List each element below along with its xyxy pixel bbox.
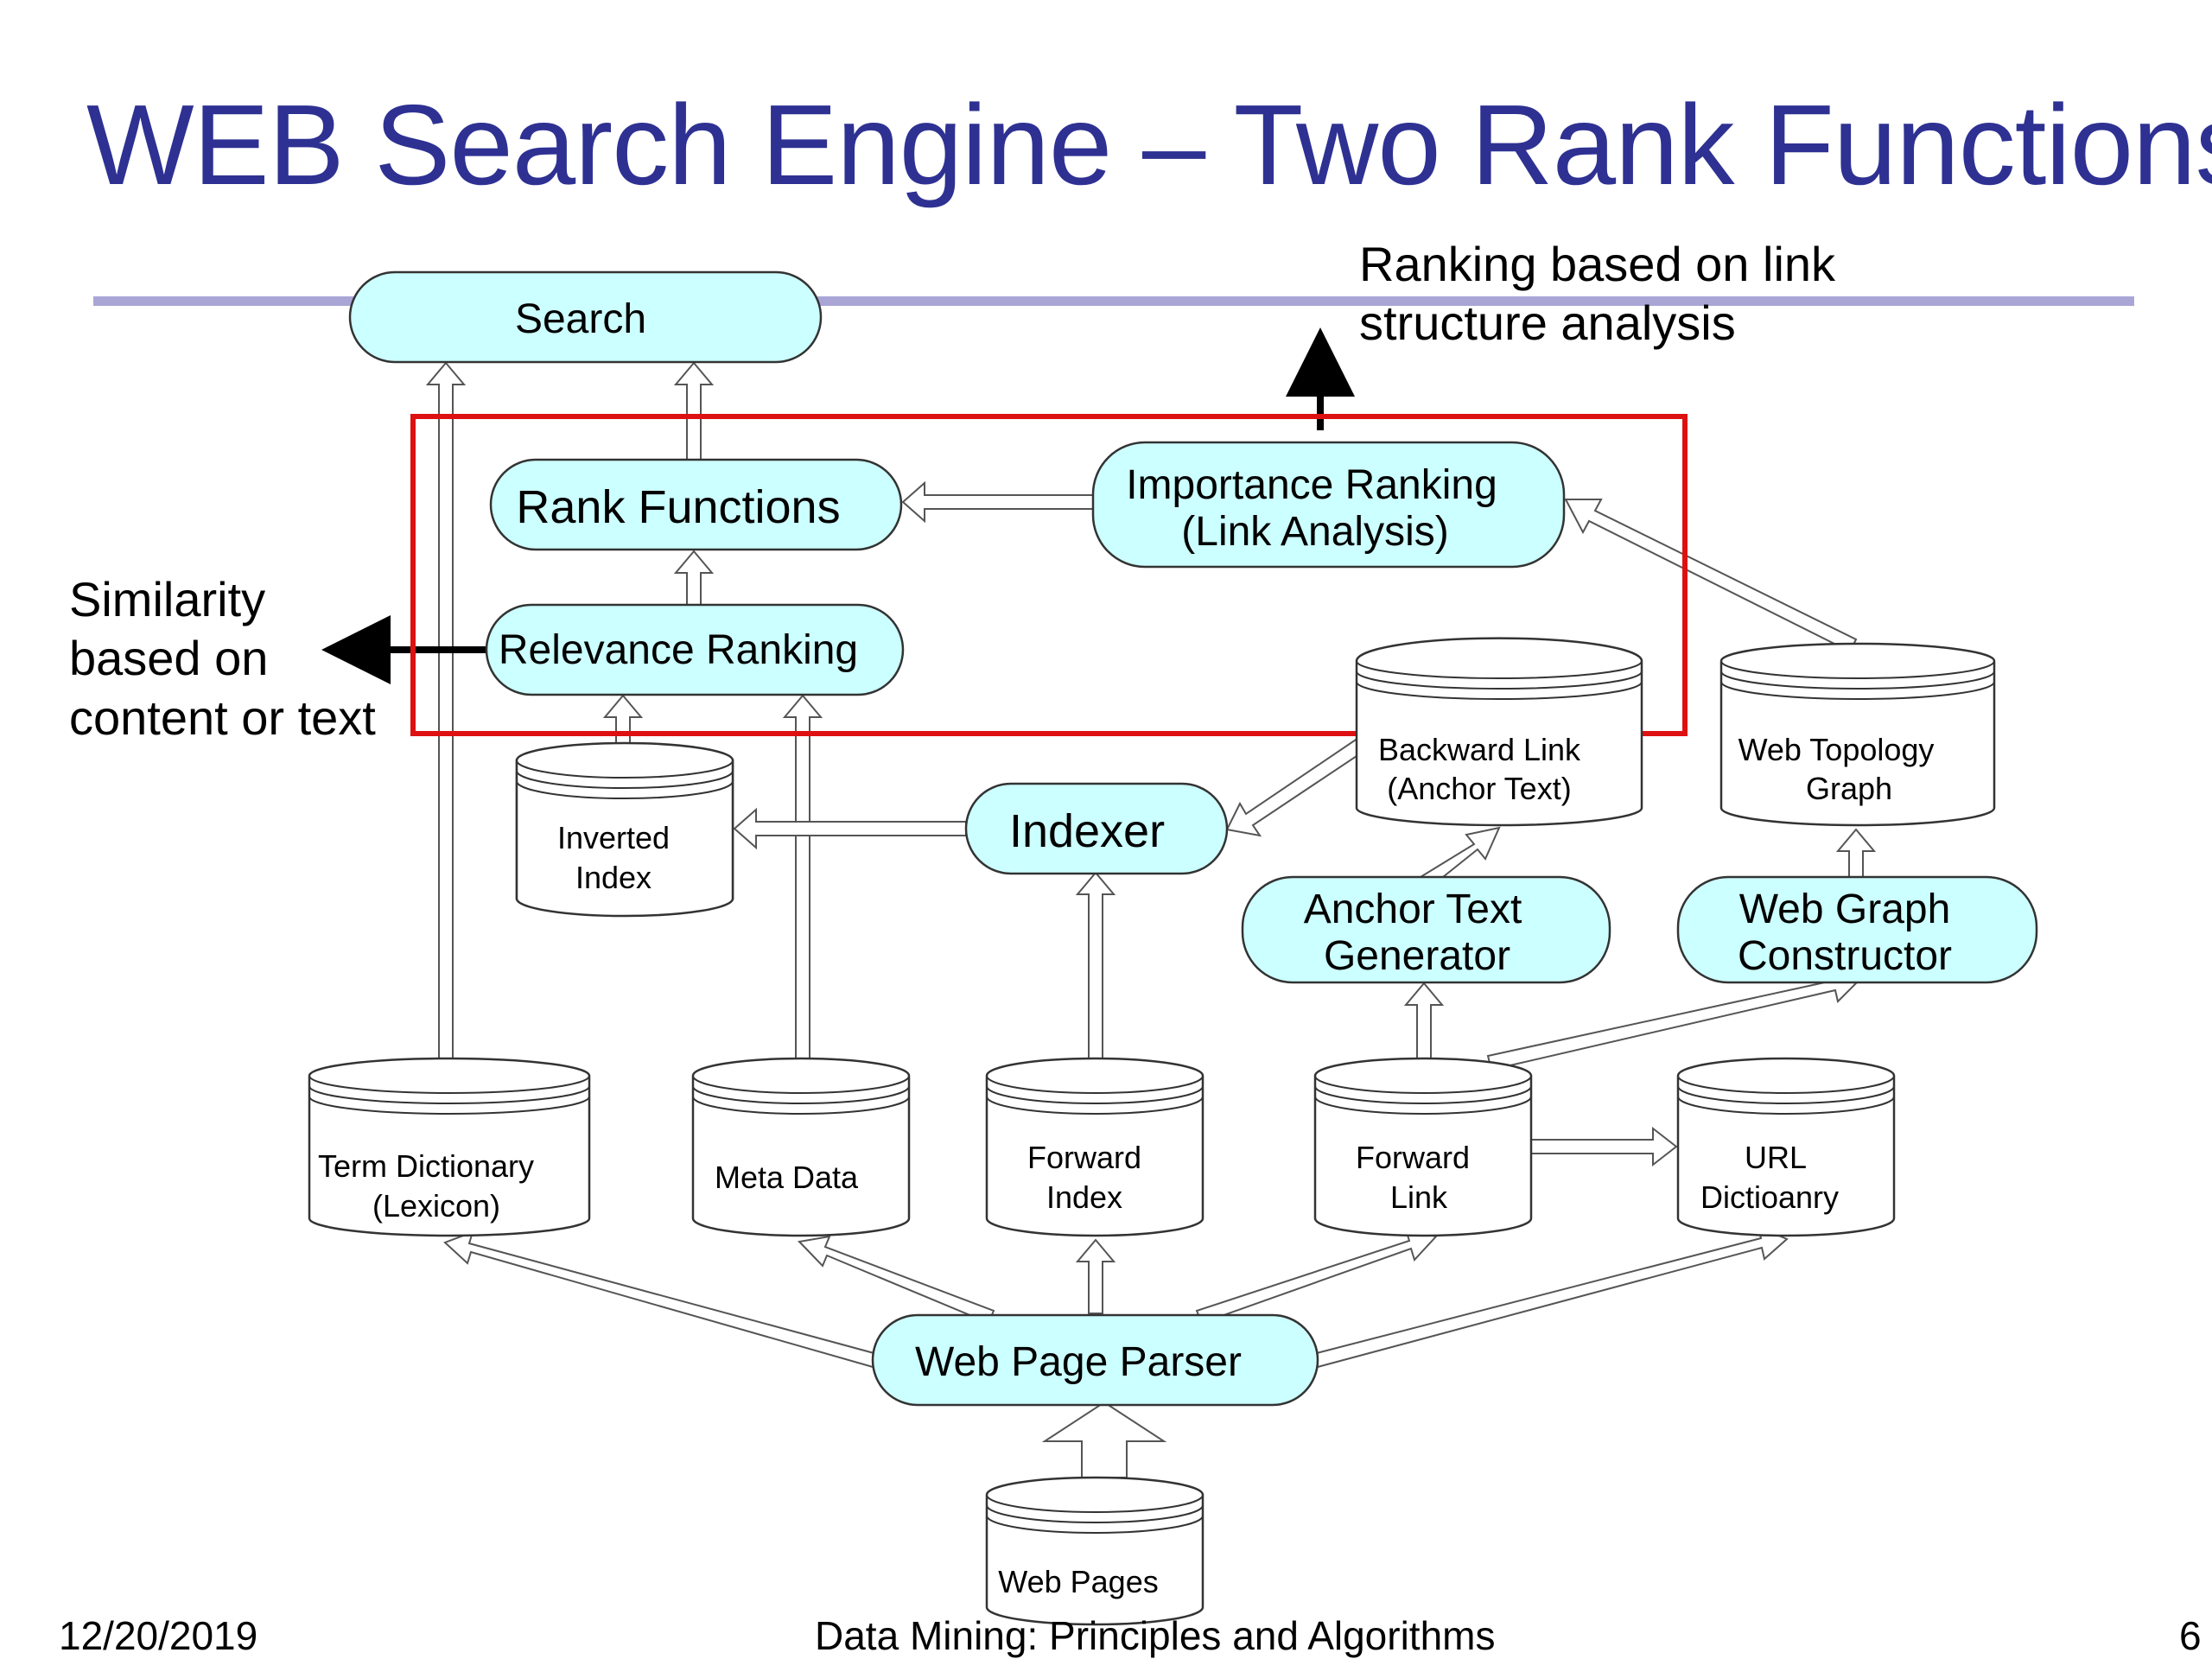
backward-link-label-2: (Anchor Text) — [1387, 771, 1571, 806]
term-dictionary-label-1: Term Dictionary — [318, 1148, 534, 1184]
link-ranking-note: Ranking based on link structure analysis — [1359, 235, 1835, 353]
arrow-term-dictionary-to-search — [425, 361, 467, 1059]
rank-functions-highlight-box — [410, 414, 1688, 736]
importance-ranking-label-2: (Link Analysis) — [1181, 509, 1448, 555]
forward-index-label-1: Forward — [1027, 1140, 1141, 1175]
arrow-forward-link-to-anchor-generator — [1403, 982, 1445, 1059]
process-relevance-ranking: Relevance Ranking — [485, 603, 905, 696]
footer-center-text: Data Mining: Principles and Algorithms — [815, 1613, 1496, 1658]
arrow-forward-link-to-url-dictionary — [1529, 1126, 1678, 1167]
similarity-note: Similarity based on content or text — [69, 570, 376, 747]
forward-link-label-1: Forward — [1356, 1140, 1470, 1175]
web-page-parser-label: Web Page Parser — [915, 1339, 1242, 1385]
flow-arrows — [425, 361, 1877, 1478]
process-web-page-parser: Web Page Parser — [871, 1313, 1319, 1407]
arrow-rank-functions-to-search — [673, 361, 715, 461]
link-ranking-note-line-1: Ranking based on link — [1359, 237, 1836, 291]
indexer-label: Indexer — [1009, 805, 1165, 857]
arrow-forward-link-to-web-graph — [1486, 968, 1858, 1071]
backward-link-label-1: Backward Link — [1378, 732, 1581, 767]
arrow-web-graph-to-web-topology — [1835, 828, 1877, 878]
web-topology-label-2: Graph — [1806, 771, 1892, 806]
similarity-note-line-1: Similarity — [69, 572, 266, 626]
arrow-meta-data-to-relevance — [782, 694, 823, 1059]
arrow-parser-to-meta-data — [797, 1235, 995, 1325]
inverted-index-label-1: Inverted — [557, 820, 670, 855]
slide-title: WEB Search Engine – Two Rank Functions — [86, 81, 2212, 208]
forward-index-label-2: Index — [1046, 1179, 1122, 1215]
arrow-parser-to-forward-link — [1195, 1228, 1438, 1325]
anchor-text-generator-label-2: Generator — [1324, 933, 1510, 979]
meta-data-label: Meta Data — [715, 1160, 859, 1195]
arrow-importance-to-rank-functions — [901, 480, 1094, 524]
store-forward-link: Forward Link — [1313, 1057, 1533, 1237]
store-web-topology-graph: Web Topology Graph — [1719, 642, 1996, 827]
arrow-indexer-to-inverted-index — [733, 807, 967, 850]
store-web-pages: Web Pages — [985, 1476, 1205, 1626]
web-graph-constructor-label-1: Web Graph — [1739, 887, 1951, 932]
footer-date: 12/20/2019 — [59, 1613, 258, 1658]
similarity-note-line-2: based on — [69, 631, 269, 686]
page-number: 6 — [2179, 1613, 2202, 1658]
rank-functions-label: Rank Functions — [516, 481, 840, 533]
search-label: Search — [515, 296, 646, 342]
web-topology-label-1: Web Topology — [1738, 732, 1935, 767]
arrow-web-topology-to-importance — [1564, 499, 1858, 653]
inverted-index-label-2: Index — [575, 860, 652, 895]
store-forward-index: Forward Index — [985, 1057, 1205, 1237]
link-ranking-note-line-2: structure analysis — [1359, 296, 1736, 351]
process-web-graph-constructor: Web Graph Constructor — [1676, 875, 2038, 984]
relevance-ranking-label: Relevance Ranking — [499, 627, 858, 673]
arrow-parser-to-term-dictionary — [443, 1230, 879, 1369]
arrow-relevance-to-rank-functions — [673, 550, 715, 606]
similarity-note-line-3: content or text — [69, 690, 376, 745]
process-importance-ranking: Importance Ranking (Link Analysis) — [1091, 441, 1566, 569]
process-indexer: Indexer — [964, 782, 1229, 875]
url-dictionary-label-1: URL — [1745, 1140, 1807, 1175]
process-rank-functions: Rank Functions — [489, 458, 903, 551]
arrow-backward-link-to-indexer — [1225, 733, 1374, 837]
web-pages-label: Web Pages — [998, 1564, 1158, 1599]
forward-link-label-2: Link — [1390, 1179, 1448, 1215]
process-anchor-text-generator: Anchor Text Generator — [1241, 875, 1611, 984]
web-graph-constructor-label-2: Constructor — [1738, 933, 1952, 979]
store-term-dictionary: Term Dictionary (Lexicon) — [308, 1057, 591, 1237]
store-inverted-index: Inverted Index — [515, 741, 734, 918]
arrow-web-pages-to-parser — [1041, 1401, 1167, 1478]
term-dictionary-label-2: (Lexicon) — [372, 1188, 500, 1224]
anchor-text-generator-label-1: Anchor Text — [1304, 887, 1522, 932]
url-dictionary-label-2: Dictioanry — [1700, 1179, 1839, 1215]
store-meta-data: Meta Data — [691, 1057, 911, 1237]
store-url-dictionary: URL Dictioanry — [1676, 1057, 1896, 1237]
title-rule — [93, 296, 2134, 306]
importance-ranking-label-1: Importance Ranking — [1126, 462, 1497, 508]
arrow-parser-to-url-dictionary — [1312, 1225, 1789, 1369]
arrow-inverted-index-to-relevance — [602, 694, 644, 748]
arrow-parser-to-forward-index — [1075, 1238, 1116, 1314]
arrow-forward-index-to-indexer — [1075, 871, 1116, 1059]
store-backward-link: Backward Link (Anchor Text) — [1355, 637, 1643, 827]
process-search: Search — [348, 270, 823, 364]
